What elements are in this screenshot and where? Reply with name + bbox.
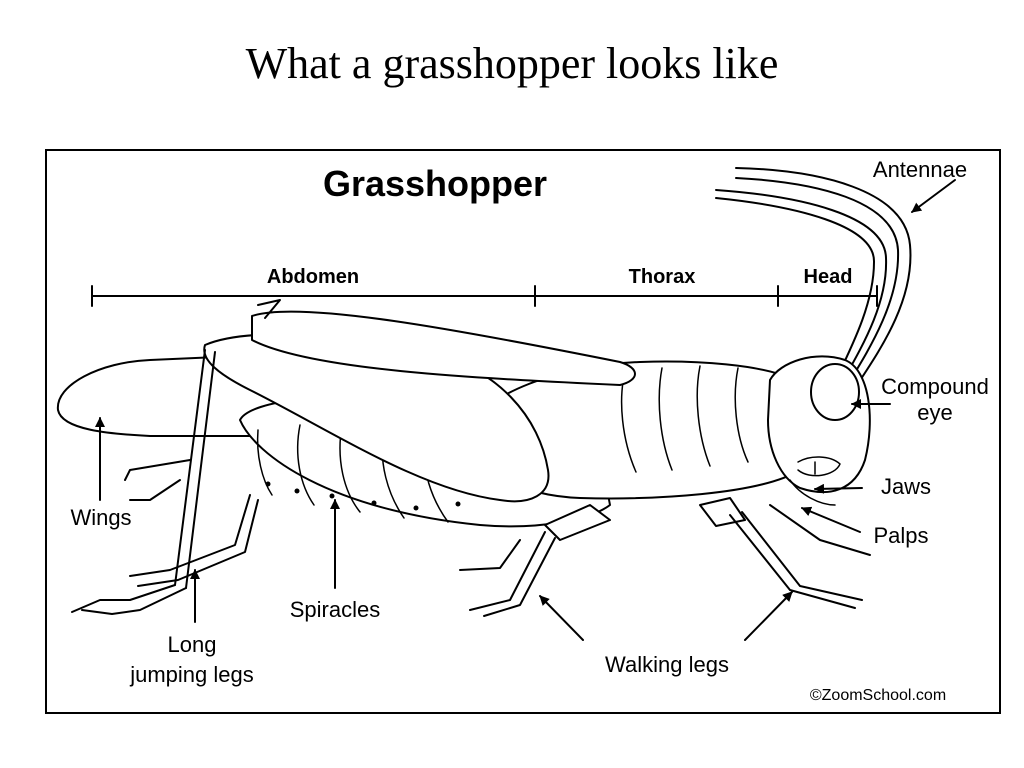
walking-legs-arrow-right [744,591,793,641]
label-spiracles: Spiracles [290,597,380,622]
label-palps: Palps [873,523,928,548]
label-jaws: Jaws [881,474,931,499]
label-antennae: Antennae [873,157,967,182]
copyright-text: ©ZoomSchool.com [810,687,946,704]
jaws-arrow [814,483,863,494]
label-walking-legs: Walking legs [605,652,729,677]
slide-title: What a grasshopper looks like [245,39,779,88]
antennae-arrow [911,179,956,213]
segment-thorax-label: Thorax [629,266,696,288]
label-jumping-legs-line2: jumping legs [129,662,254,687]
spiracle-dots [265,481,461,511]
segment-head-label: Head [804,266,853,288]
grasshopper-illustration [56,167,912,617]
label-wings: Wings [70,505,131,530]
segment-abdomen-label: Abdomen [267,266,359,288]
walking-legs-arrow-left [539,595,584,641]
diagram-title: Grasshopper [323,163,547,204]
label-compound-eye-line2: eye [917,400,952,425]
label-jumping-legs-line1: Long [168,632,217,657]
label-compound-eye-line1: Compound [881,374,989,399]
segment-scale [91,285,878,307]
pointer-arrows [95,179,956,641]
palps-arrow [801,506,861,533]
